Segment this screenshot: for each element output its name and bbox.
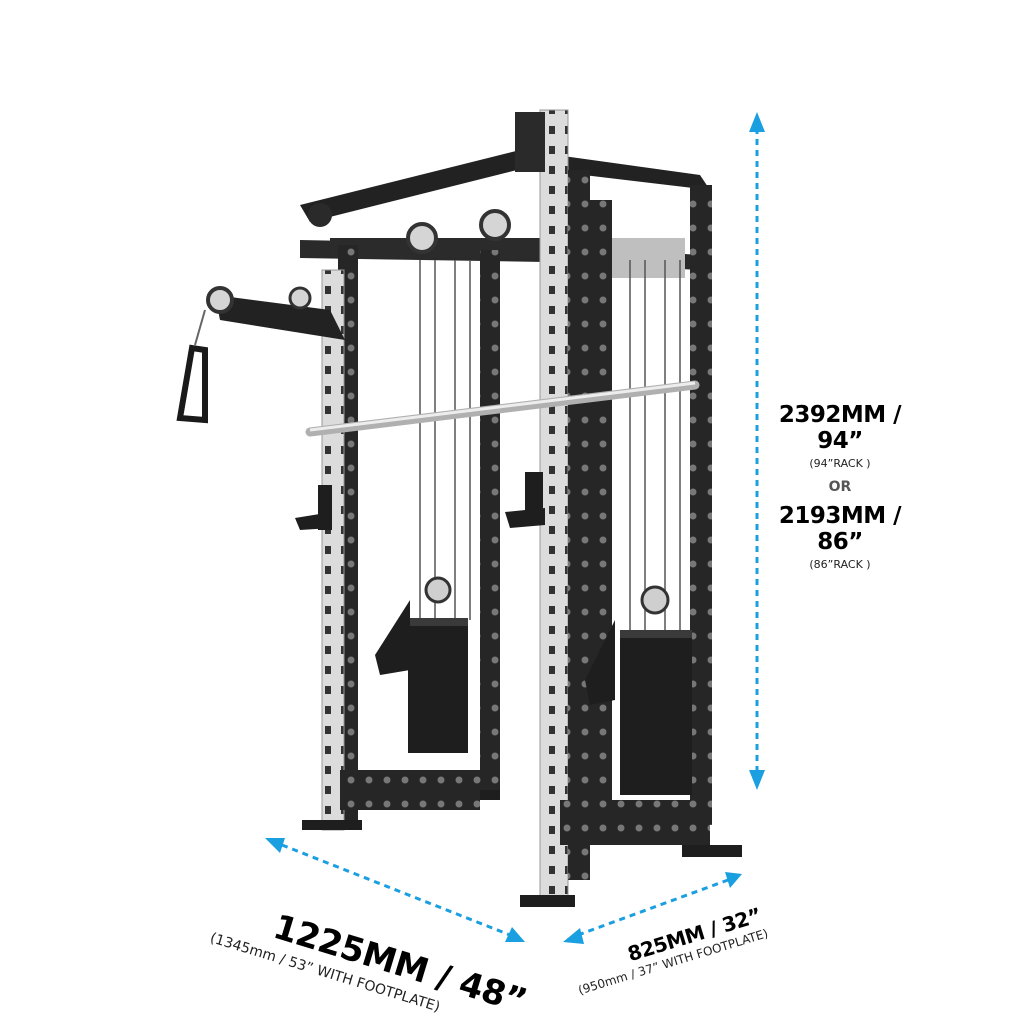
height-primary: 2392MM / 94” [778, 402, 902, 454]
double-arrow-icon [749, 112, 765, 132]
weight-stack-right [620, 585, 692, 795]
height-primary-note: (94”RACK ) [809, 457, 871, 470]
height-dimension-label: 2392MM / 94” (94”RACK ) OR 2193MM / 86” … [755, 402, 925, 571]
cable-arm [176, 286, 345, 424]
pulley-icon [640, 585, 670, 615]
double-arrow-icon [265, 838, 285, 853]
width-arrow [265, 838, 525, 942]
double-arrow-icon [563, 928, 584, 944]
footplates [302, 770, 742, 907]
height-arrow [749, 112, 765, 790]
depth-arrow [563, 872, 742, 944]
height-secondary-note: (86”RACK ) [809, 558, 871, 571]
height-secondary: 2193MM / 86” [778, 503, 902, 555]
front-uprights [321, 109, 590, 906]
weight-stack-left [408, 576, 468, 753]
j-hooks [295, 472, 615, 705]
height-separator: OR [828, 479, 852, 495]
pulley-icon [424, 576, 452, 604]
handle-icon [176, 344, 208, 424]
top-pulleys [308, 124, 544, 254]
barbell [305, 380, 700, 437]
cables [419, 260, 681, 630]
